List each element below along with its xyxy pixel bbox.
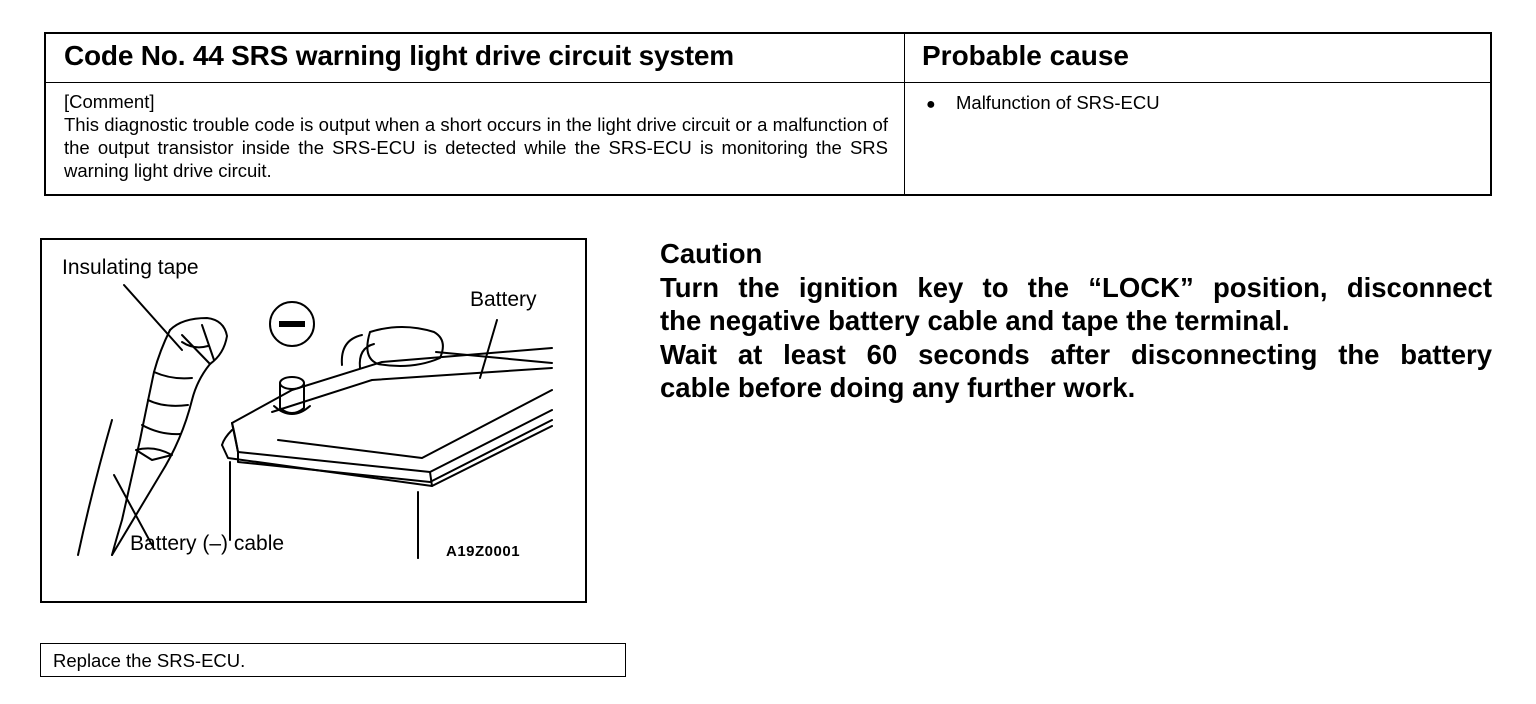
insulating-tape-label: Insulating tape: [62, 256, 199, 279]
caution-heading: Caution: [660, 238, 763, 269]
figure-code: A19Z0001: [446, 543, 521, 560]
battery-label: Battery: [470, 288, 537, 311]
comment-cell: [Comment] This diagnostic trouble code i…: [64, 90, 888, 182]
diagnostic-code-table: Code No. 44 SRS warning light drive circ…: [44, 32, 1492, 196]
caution-line-3: Wait at least 60 seconds after disconnec…: [660, 338, 1492, 370]
remedy-action-box: Replace the SRS-ECU.: [40, 643, 626, 677]
cause-text: Malfunction of SRS-ECU: [956, 92, 1160, 113]
caution-line-2: the negative battery cable and tape the …: [660, 305, 1290, 336]
caution-block: Caution Turn the ignition key to the “LO…: [660, 237, 1492, 405]
remedy-action-text: Replace the SRS-ECU.: [53, 650, 246, 671]
battery-drawing: [77, 284, 553, 559]
minus-symbol-icon: [279, 321, 305, 327]
comment-tag: [Comment]: [64, 91, 155, 112]
table-row-divider: [46, 82, 1490, 83]
battery-cable-label: Battery (–) cable: [130, 532, 285, 555]
cause-list-item: ● Malfunction of SRS-ECU: [926, 91, 1160, 116]
table-column-divider: [904, 34, 905, 194]
caution-line-4: cable before doing any further work.: [660, 372, 1136, 403]
battery-terminal-illustration: Insulating tape Battery Battery (–) cabl…: [40, 238, 587, 603]
caution-line-1: Turn the ignition key to the “LOCK” posi…: [660, 271, 1492, 303]
code-title: Code No. 44 SRS warning light drive circ…: [64, 40, 734, 71]
probable-cause-header: Probable cause: [922, 40, 1129, 71]
bullet-icon: ●: [926, 96, 936, 113]
comment-body: This diagnostic trouble code is output w…: [64, 114, 888, 181]
